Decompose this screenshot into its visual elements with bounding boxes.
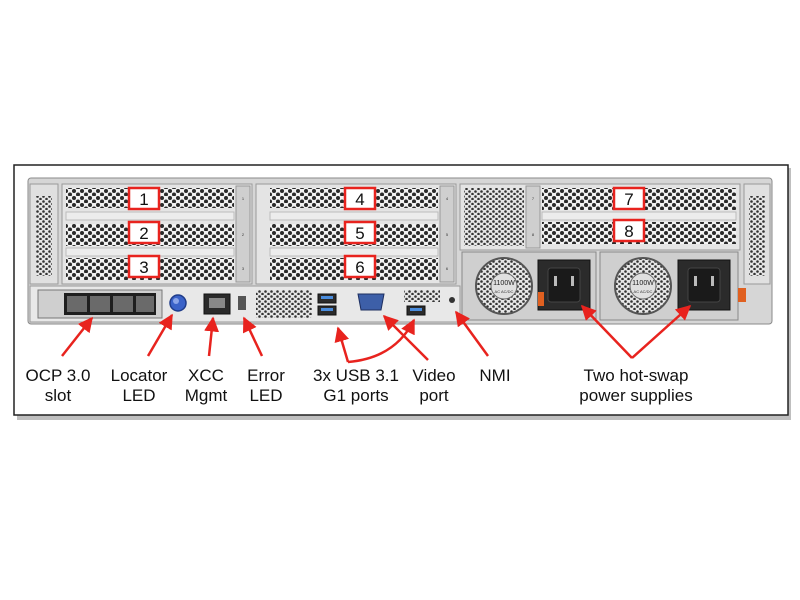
label-nmi: NMI bbox=[479, 366, 510, 385]
arrow-usb-left bbox=[334, 326, 350, 363]
psu-2-rating: 1100W bbox=[632, 280, 654, 287]
label-error-line1: Error bbox=[247, 366, 285, 385]
svg-text:8: 8 bbox=[532, 232, 535, 237]
svg-text:6: 6 bbox=[355, 258, 364, 277]
nmi-button bbox=[449, 297, 455, 303]
label-xcc-line2: Mgmt bbox=[185, 386, 228, 405]
slot-label-4: 4 bbox=[343, 186, 377, 211]
svg-text:6: 6 bbox=[446, 266, 449, 271]
slot-label-1: 1 bbox=[127, 186, 161, 211]
svg-text:2: 2 bbox=[242, 232, 245, 237]
svg-text:2: 2 bbox=[139, 224, 148, 243]
error-led bbox=[238, 296, 246, 310]
arrow-video bbox=[382, 314, 429, 361]
psu-2-rating-sub: AC AC/DC bbox=[634, 289, 653, 294]
psu-1: 1100W AC AC/DC bbox=[461, 251, 597, 321]
svg-text:1: 1 bbox=[242, 196, 245, 201]
label-psus-line1: Two hot-swap bbox=[584, 366, 689, 385]
arrow-xcc bbox=[204, 316, 220, 357]
slot-labels: 1 2 3 4 5 6 7 8 bbox=[127, 186, 646, 279]
label-video-line1: Video bbox=[412, 366, 455, 385]
svg-text:3: 3 bbox=[139, 258, 148, 277]
label-video-line2: port bbox=[419, 386, 449, 405]
svg-text:8: 8 bbox=[624, 222, 633, 241]
label-xcc-line1: XCC bbox=[188, 366, 224, 385]
label-psus-line2: power supplies bbox=[579, 386, 692, 405]
label-ocp-line2: slot bbox=[45, 386, 72, 405]
svg-text:5: 5 bbox=[355, 224, 364, 243]
label-locator-line2: LED bbox=[122, 386, 155, 405]
svg-text:7: 7 bbox=[532, 196, 535, 201]
arrow-locator bbox=[146, 313, 174, 357]
arrow-usb-right bbox=[347, 318, 416, 364]
callout-labels: OCP 3.0 slot Locator LED XCC Mgmt Error … bbox=[26, 366, 693, 405]
callout-arrows bbox=[61, 304, 692, 364]
svg-text:4: 4 bbox=[355, 190, 364, 209]
slot-label-8: 8 bbox=[612, 218, 646, 243]
psu-1-rating-sub: AC AC/DC bbox=[495, 289, 514, 294]
slot-label-6: 6 bbox=[343, 254, 377, 279]
slot-label-2: 2 bbox=[127, 220, 161, 245]
slot-label-3: 3 bbox=[127, 254, 161, 279]
svg-text:1: 1 bbox=[139, 190, 148, 209]
svg-text:3: 3 bbox=[242, 266, 245, 271]
arrow-psu-2 bbox=[631, 304, 692, 359]
svg-text:4: 4 bbox=[446, 196, 449, 201]
arrow-psu-1 bbox=[580, 304, 633, 359]
psu-2: 1100W AC AC/DC bbox=[599, 251, 746, 321]
psu-1-rating: 1100W bbox=[493, 280, 515, 287]
svg-text:5: 5 bbox=[446, 232, 449, 237]
arrow-error bbox=[242, 316, 264, 357]
arrow-ocp bbox=[61, 316, 93, 357]
slot-label-5: 5 bbox=[343, 220, 377, 245]
arrow-nmi bbox=[454, 310, 490, 357]
label-error-line2: LED bbox=[249, 386, 282, 405]
label-usb-line2: G1 ports bbox=[323, 386, 388, 405]
video-port bbox=[357, 293, 385, 311]
label-usb-line1: 3x USB 3.1 bbox=[313, 366, 399, 385]
svg-text:7: 7 bbox=[624, 190, 633, 209]
slot-label-7: 7 bbox=[612, 186, 646, 211]
label-ocp-line1: OCP 3.0 bbox=[26, 366, 91, 385]
label-locator-line1: Locator bbox=[111, 366, 168, 385]
